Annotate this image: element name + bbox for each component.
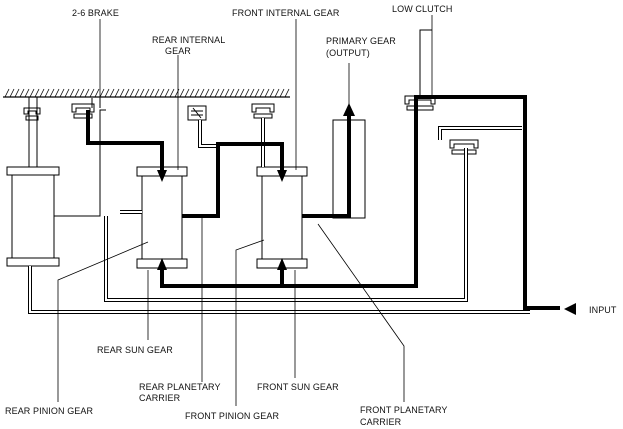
housing-hatch-mark bbox=[164, 88, 170, 98]
housing-hatch-mark bbox=[109, 88, 115, 98]
housing-hatch-mark bbox=[49, 88, 55, 98]
label-front-internal-gear: FRONT INTERNAL GEAR bbox=[232, 8, 340, 18]
housing-hatch-mark bbox=[239, 88, 245, 98]
housing-hatch-mark bbox=[179, 88, 185, 98]
housing-hatch-mark bbox=[54, 88, 60, 98]
housing-hatch-mark bbox=[64, 88, 70, 98]
label-2-6-brake: 2-6 BRAKE bbox=[72, 8, 119, 18]
rear-planetary-set bbox=[136, 166, 188, 269]
housing-hatch-mark bbox=[199, 88, 205, 98]
housing-hatch-mark bbox=[284, 88, 290, 98]
housing-hatch-mark bbox=[69, 88, 75, 98]
flow-arrows bbox=[157, 170, 576, 315]
labels: 2-6 BRAKE FRONT INTERNAL GEAR LOW CLUTCH… bbox=[5, 4, 617, 427]
housing-hatch-mark bbox=[4, 88, 10, 98]
ground-clutch-left bbox=[23, 107, 41, 121]
housing-hatch-mark bbox=[84, 88, 90, 98]
label-front-sun-gear: FRONT SUN GEAR bbox=[257, 382, 339, 392]
housing-hatch-mark bbox=[159, 88, 165, 98]
label-rear-planetary-carrier-line1: REAR PLANETARY bbox=[139, 382, 221, 392]
label-primary-gear-line1: PRIMARY GEAR bbox=[326, 36, 396, 46]
housing-hatch-mark bbox=[74, 88, 80, 98]
housing-hatch-mark bbox=[99, 88, 105, 98]
front-planetary-set bbox=[256, 166, 308, 269]
housing-hatch-mark bbox=[14, 88, 20, 98]
label-rear-internal-gear-line2: GEAR bbox=[165, 46, 191, 56]
housing-hatch-mark bbox=[129, 88, 135, 98]
transmission-housing bbox=[3, 88, 290, 98]
housing-hatch-mark bbox=[149, 88, 155, 98]
housing-hatch-mark bbox=[19, 88, 25, 98]
housing-hatch-mark bbox=[189, 88, 195, 98]
housing-hatch-mark bbox=[114, 88, 120, 98]
housing-hatch-mark bbox=[244, 88, 250, 98]
housing-hatch-mark bbox=[29, 88, 35, 98]
label-front-planetary-carrier-line2: CARRIER bbox=[360, 417, 402, 427]
leader-lines bbox=[57, 15, 433, 406]
label-front-pinion-gear: FRONT PINION GEAR bbox=[185, 411, 279, 421]
label-low-clutch: LOW CLUTCH bbox=[392, 4, 453, 14]
housing-hatch-mark bbox=[249, 88, 255, 98]
housing-hatch-mark bbox=[39, 88, 45, 98]
housing-hatch-mark bbox=[34, 88, 40, 98]
label-front-planetary-carrier-line1: FRONT PLANETARY bbox=[360, 405, 448, 415]
label-input: INPUT bbox=[589, 305, 617, 315]
housing-hatch-mark bbox=[194, 88, 200, 98]
housing-hatch-mark bbox=[214, 88, 220, 98]
shaft-connections bbox=[28, 118, 530, 314]
housing-hatch-mark bbox=[119, 88, 125, 98]
label-rear-pinion-gear: REAR PINION GEAR bbox=[5, 406, 94, 416]
housing-hatch-mark bbox=[184, 88, 190, 98]
housing-hatch-mark bbox=[94, 88, 100, 98]
ground-clutch-center bbox=[251, 103, 275, 119]
housing-hatch-mark bbox=[219, 88, 225, 98]
label-primary-gear-line2: (OUTPUT) bbox=[326, 48, 370, 58]
housing-hatch-mark bbox=[279, 88, 285, 98]
left-band-drum bbox=[6, 97, 106, 267]
housing-hatch-mark bbox=[204, 88, 210, 98]
housing-hatch-mark bbox=[224, 88, 230, 98]
housing-hatch-mark bbox=[44, 88, 50, 98]
housing-hatch-mark bbox=[234, 88, 240, 98]
housing-hatch-mark bbox=[124, 88, 130, 98]
housing-hatch-mark bbox=[154, 88, 160, 98]
housing-hatch-mark bbox=[139, 88, 145, 98]
housing-hatch-mark bbox=[134, 88, 140, 98]
housing-hatch-mark bbox=[24, 88, 30, 98]
housing-hatch-mark bbox=[229, 88, 235, 98]
power-flow-path bbox=[86, 95, 560, 310]
housing-hatch-mark bbox=[259, 88, 265, 98]
one-way-clutch-symbol bbox=[187, 105, 207, 121]
primary-gear-output bbox=[332, 103, 366, 219]
housing-hatch-mark bbox=[89, 88, 95, 98]
housing-hatch-mark bbox=[104, 88, 110, 98]
housing-hatch-mark bbox=[264, 88, 270, 98]
housing-hatch-mark bbox=[169, 88, 175, 98]
housing-hatch-mark bbox=[79, 88, 85, 98]
housing-hatch-mark bbox=[144, 88, 150, 98]
housing-hatch-mark bbox=[209, 88, 215, 98]
housing-hatch-mark bbox=[59, 88, 65, 98]
housing-hatch-mark bbox=[254, 88, 260, 98]
label-rear-internal-gear-line1: REAR INTERNAL bbox=[152, 35, 225, 45]
label-rear-planetary-carrier-line2: CARRIER bbox=[139, 393, 181, 403]
label-rear-sun-gear: REAR SUN GEAR bbox=[97, 345, 173, 355]
housing-hatch-mark bbox=[9, 88, 15, 98]
housing-hatch-mark bbox=[274, 88, 280, 98]
housing-hatch-mark bbox=[269, 88, 275, 98]
